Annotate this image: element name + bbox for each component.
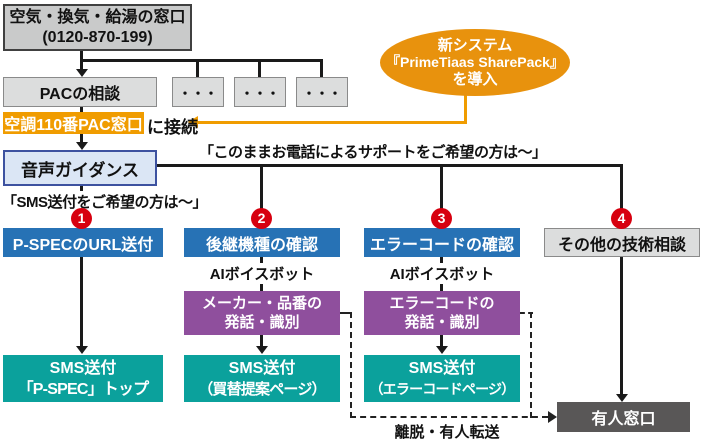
entry-window-title: 空気・換気・給湯の窓口 bbox=[9, 8, 186, 26]
sms-pspec-box: SMS送付 「P-SPEC」トップ bbox=[3, 355, 163, 402]
dashed-down-right bbox=[530, 312, 532, 418]
voice-guidance-label: 音声ガイダンス bbox=[21, 160, 139, 180]
voicebot-maker-line1: メーカー・品番の bbox=[201, 295, 322, 312]
connector-col3-drop bbox=[440, 164, 443, 228]
connector-to-voice bbox=[80, 134, 83, 143]
entry-window-box: 空気・換気・給湯の窓口 (0120-870-199) bbox=[3, 4, 192, 51]
other-menu-box-3: ・・・ bbox=[296, 77, 348, 107]
step-badge-1: 1 bbox=[71, 208, 92, 229]
step-badge-3: 3 bbox=[431, 208, 452, 229]
connector-drop-1 bbox=[196, 59, 199, 77]
ai-voicebot-label-1: AIボイスボット bbox=[192, 263, 332, 284]
connector-drop-2 bbox=[258, 59, 261, 77]
connector-step1-sms bbox=[80, 257, 83, 346]
step2-label: 後継機種の確認 bbox=[205, 236, 318, 254]
connector-col4-drop bbox=[620, 164, 623, 228]
connector-voicebot2-sms bbox=[260, 335, 263, 346]
ai-voicebot-label-2: AIボイスボット bbox=[372, 263, 512, 284]
dashed-down-left bbox=[350, 312, 352, 418]
connector-distribution bbox=[156, 164, 623, 167]
connector-ellipse-horizontal bbox=[196, 121, 467, 124]
connector-ellipse-stem bbox=[464, 94, 467, 123]
voicebot-maker-box: メーカー・品番の 発話・識別 bbox=[184, 291, 340, 335]
voicebot-error-line1: エラーコードの bbox=[389, 295, 495, 312]
down-arrowhead-icon bbox=[76, 69, 88, 77]
voicebot-error-box: エラーコードの 発話・識別 bbox=[364, 291, 520, 335]
connect-suffix-label: に接続 bbox=[147, 118, 198, 137]
step4-box: その他の技術相談 bbox=[544, 228, 700, 257]
transfer-label: 離脱・有人転送 bbox=[394, 424, 500, 441]
pac-consult-box: PACの相談 bbox=[3, 77, 157, 107]
down-arrowhead-icon bbox=[76, 142, 88, 150]
voicebot-maker-line2: 発話・識別 bbox=[224, 314, 300, 331]
down-arrowhead-icon bbox=[616, 394, 628, 402]
sms-errorcode-line1: SMS送付 bbox=[408, 359, 476, 377]
ellipse-line2: 『PrimeTiaas SharePack』 bbox=[386, 54, 564, 70]
dots-label: ・・・ bbox=[302, 85, 342, 101]
pac-consult-label: PACの相談 bbox=[39, 86, 121, 103]
human-window-box: 有人窓口 bbox=[557, 402, 690, 432]
voice-guidance-box: 音声ガイダンス bbox=[3, 150, 157, 186]
down-arrowhead-icon bbox=[256, 346, 268, 354]
step1-label: P-SPECのURL送付 bbox=[12, 236, 154, 254]
sms-quote: 「SMS送付をご希望の方は～」 bbox=[2, 191, 208, 212]
step1-box: P-SPECのURL送付 bbox=[3, 228, 163, 257]
entry-window-phone: (0120-870-199) bbox=[42, 28, 153, 46]
phone-support-quote: 「このままお電話によるサポートをご希望の方は～」 bbox=[199, 141, 547, 162]
dashed-exit-voicebot2 bbox=[340, 312, 352, 314]
connector-pac-down bbox=[80, 107, 83, 112]
pac-window-label: 空調110番PAC窓口 bbox=[4, 117, 143, 134]
sms-pspec-line1: SMS送付 bbox=[49, 359, 117, 377]
ellipse-line3: を導入 bbox=[452, 71, 498, 88]
ellipse-line1: 新システム bbox=[437, 37, 513, 54]
connector-voicebot3-sms bbox=[440, 335, 443, 346]
right-arrowhead-icon bbox=[548, 411, 557, 423]
voicebot-error-line2: 発話・識別 bbox=[404, 314, 480, 331]
other-menu-box-1: ・・・ bbox=[172, 77, 224, 107]
sms-replace-line2: （買替提案ページ） bbox=[198, 380, 326, 398]
down-arrowhead-icon bbox=[436, 346, 448, 354]
connector-entry-branch bbox=[80, 59, 323, 62]
step-badge-4: 4 bbox=[611, 208, 632, 229]
sms-replace-line1: SMS送付 bbox=[228, 359, 296, 377]
connector-col2-drop bbox=[260, 164, 263, 228]
sms-errorcode-box: SMS送付 （エラーコードページ） bbox=[364, 355, 520, 402]
left-arrowhead-icon bbox=[188, 116, 198, 128]
step4-label: その他の技術相談 bbox=[557, 236, 686, 254]
connector-step4-human bbox=[620, 257, 623, 395]
sms-replace-box: SMS送付 （買替提案ページ） bbox=[184, 355, 340, 402]
new-system-ellipse: 新システム 『PrimeTiaas SharePack』 を導入 bbox=[380, 29, 570, 96]
connector-drop-3 bbox=[320, 59, 323, 77]
pac-window-highlight: 空調110番PAC窓口 bbox=[3, 112, 144, 134]
step2-box: 後継機種の確認 bbox=[184, 228, 340, 257]
down-arrowhead-icon bbox=[76, 346, 88, 354]
dots-label: ・・・ bbox=[240, 85, 280, 101]
step3-label: エラーコードの確認 bbox=[369, 236, 514, 254]
sms-pspec-line2: 「P-SPEC」トップ bbox=[17, 380, 150, 398]
dashed-exit-voicebot3 bbox=[520, 312, 533, 314]
step-badge-2: 2 bbox=[251, 208, 272, 229]
other-menu-box-2: ・・・ bbox=[234, 77, 286, 107]
human-window-label: 有人窓口 bbox=[591, 411, 656, 428]
dots-label: ・・・ bbox=[178, 85, 218, 101]
dashed-to-human bbox=[350, 416, 548, 418]
sms-errorcode-line2: （エラーコードページ） bbox=[369, 380, 516, 397]
step3-box: エラーコードの確認 bbox=[364, 228, 520, 257]
